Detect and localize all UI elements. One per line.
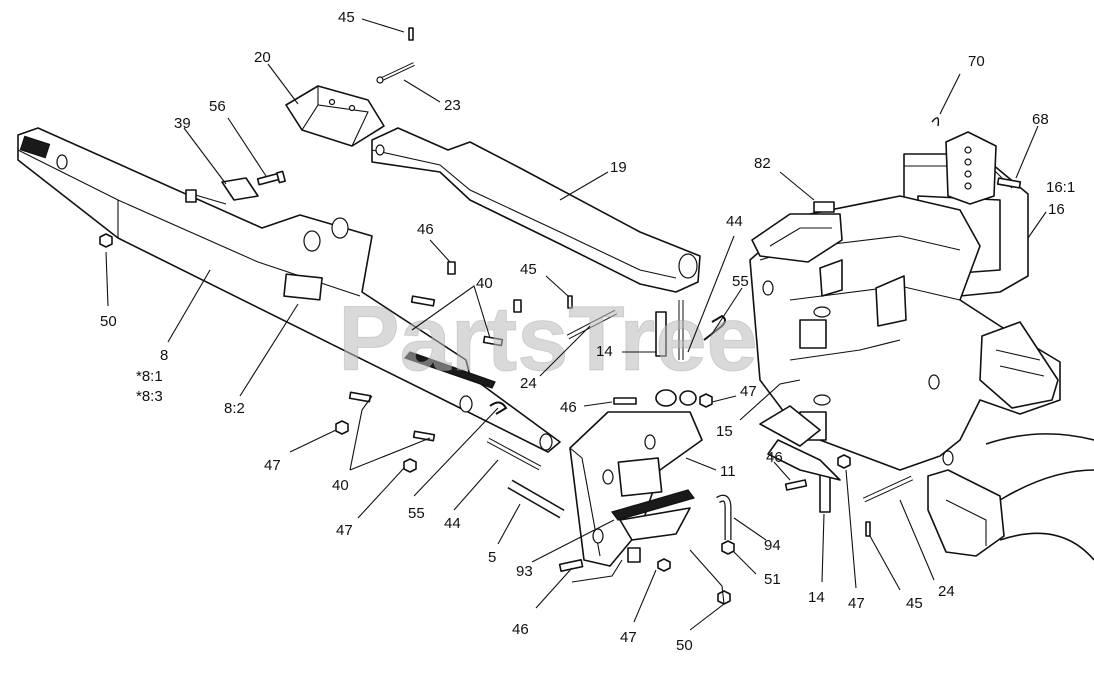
part-56-bolt — [256, 170, 286, 186]
callout-45-b: 45 — [906, 595, 923, 612]
callout-40-a: 40 — [476, 275, 493, 292]
callout-44-top: 44 — [726, 213, 743, 230]
callout-46-mid: 46 — [560, 399, 577, 416]
callout-14-mid: 14 — [596, 343, 613, 360]
callout-68: 68 — [1032, 111, 1049, 128]
callout-56: 56 — [209, 98, 226, 115]
callout-8-2: 8:2 — [224, 400, 245, 417]
part-47-nuts — [335, 389, 851, 473]
part-55-pins — [489, 314, 726, 415]
callout-24-mid: 24 — [520, 375, 537, 392]
callout-47-b: 47 — [336, 522, 353, 539]
callout-51: 51 — [764, 571, 781, 588]
part-50-nut-left — [99, 233, 113, 248]
callout-8-3: *8:3 — [136, 388, 163, 405]
part-94-bent-pin — [716, 494, 732, 540]
callout-94: 94 — [764, 537, 781, 554]
callout-40-b: 40 — [332, 477, 349, 494]
callout-14-b: 14 — [808, 589, 825, 606]
callout-55-top: 55 — [732, 273, 749, 290]
part-45-clips — [567, 295, 871, 537]
part-15-lower-tube — [759, 405, 841, 481]
part-8-frame-arm — [17, 127, 561, 453]
part-20-bracket — [285, 85, 385, 147]
callout-16: 16 — [1048, 201, 1065, 218]
part-23-pin — [376, 62, 415, 84]
part-82-decal — [813, 201, 835, 213]
callout-70: 70 — [968, 53, 985, 70]
callout-16-1: 16:1 — [1046, 179, 1075, 196]
callout-19: 19 — [610, 159, 627, 176]
callout-82: 82 — [754, 155, 771, 172]
part-68-70-clevis — [931, 117, 1022, 205]
callout-47-d: 47 — [848, 595, 865, 612]
callout-46-c: 46 — [766, 449, 783, 466]
part-44-pins — [486, 300, 684, 471]
callout-46-b: 46 — [512, 621, 529, 638]
callout-45-mid: 45 — [520, 261, 537, 278]
part-39-clip — [185, 177, 259, 205]
callout-20: 20 — [254, 49, 271, 66]
callout-23: 23 — [444, 97, 461, 114]
part-46-bolts — [447, 261, 808, 572]
callout-5: 5 — [488, 549, 496, 566]
callout-46-a: 46 — [417, 221, 434, 238]
callout-39: 39 — [174, 115, 191, 132]
leader-lines — [105, 18, 1047, 631]
callout-15: 15 — [716, 423, 733, 440]
part-16-hitch-frame — [749, 153, 1061, 471]
part-24-pins — [566, 309, 914, 503]
callout-50-left: 50 — [100, 313, 117, 330]
callout-55-b: 55 — [408, 505, 425, 522]
part-14-pins — [655, 311, 831, 513]
callout-47-c: 47 — [620, 629, 637, 646]
part-45-clip-top — [408, 27, 414, 41]
watermark-text: PartsTree — [338, 288, 757, 390]
callout-8: 8 — [160, 347, 168, 364]
callout-45-top: 45 — [338, 9, 355, 26]
callout-labels: 45 20 23 56 39 19 50 8 *8:1 *8:3 8:2 46 … — [100, 9, 1075, 654]
part-19-arm — [371, 127, 701, 293]
callout-93: 93 — [516, 563, 533, 580]
callout-50-b: 50 — [676, 637, 693, 654]
part-5-pin — [507, 479, 565, 519]
callout-47-left: 47 — [264, 457, 281, 474]
callout-47-mid: 47 — [740, 383, 757, 400]
tractor-outline — [927, 433, 1094, 561]
callout-8-1: *8:1 — [136, 368, 163, 385]
part-51-nut — [721, 540, 735, 555]
callout-44-b: 44 — [444, 515, 461, 532]
part-50-nut-bottom — [717, 590, 731, 605]
callout-11: 11 — [720, 463, 736, 480]
part-11-lower-bracket — [569, 411, 703, 572]
callout-24-b: 24 — [938, 583, 955, 600]
